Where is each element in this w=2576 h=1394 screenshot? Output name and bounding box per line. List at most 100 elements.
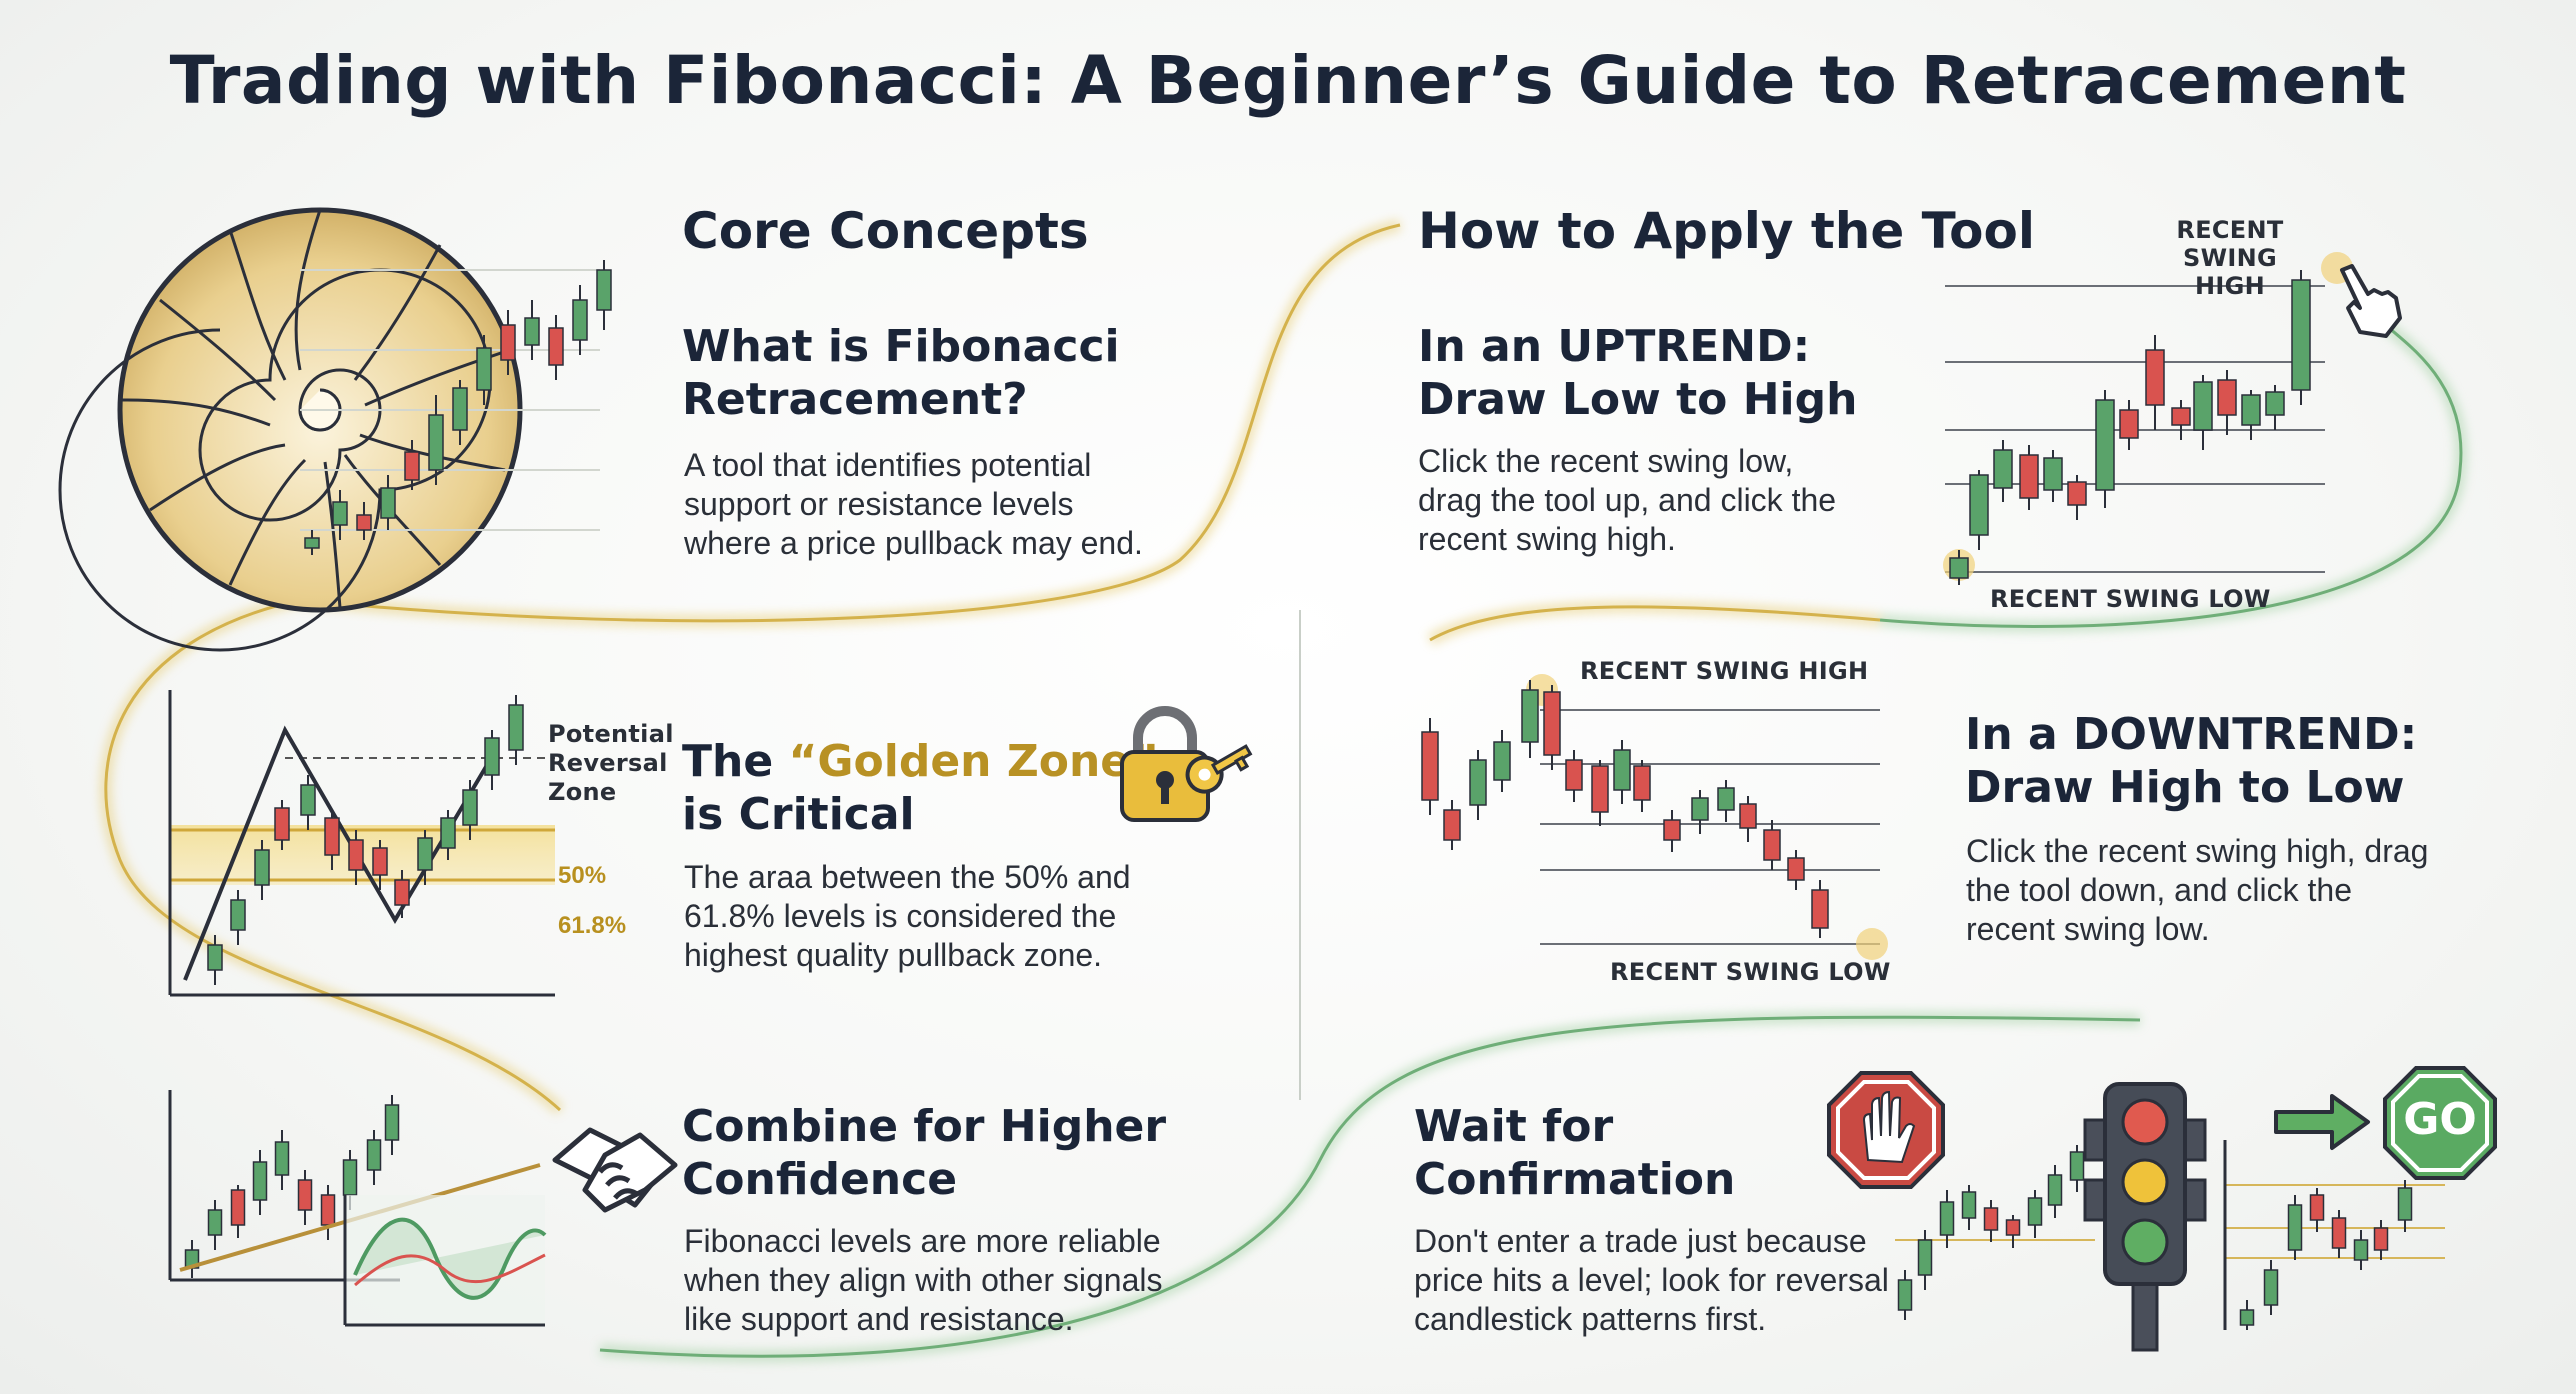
candle-body (2069, 1151, 2085, 1181)
candle-body (394, 879, 410, 906)
downtrend-title-line1: In a DOWNTREND: (1965, 709, 2418, 760)
candle-body (1917, 1239, 1933, 1276)
candle-body (1521, 689, 1539, 743)
candle-body (274, 807, 290, 841)
what-is-fibonacci-body-line2: support or resistance levels (684, 486, 1074, 522)
candle-body (417, 837, 433, 871)
confirm-body-line2: price hits a level; look for reversal (1414, 1262, 1889, 1298)
confirm-right-chart (2223, 1140, 2445, 1330)
candle-body (2331, 1217, 2347, 1249)
uptrend-body-line3: recent swing high. (1418, 521, 1676, 557)
golden-zone-title-highlight: “Golden Zone” (788, 736, 1160, 787)
candle-body (254, 849, 270, 886)
candle-body (462, 789, 478, 826)
combine-body-line1: Fibonacci levels are more reliable (684, 1223, 1161, 1259)
golden-zone-title-prefix: The (682, 736, 789, 787)
uptrend-title-line2: Draw Low to High (1418, 374, 1858, 425)
candle-body (1739, 803, 1757, 829)
go-sign-label: GO (2403, 1094, 2477, 1145)
golden-zone-body-line2: 61.8% levels is considered the (684, 898, 1117, 934)
candle-body (2047, 1174, 2063, 1206)
candle-body (297, 1179, 313, 1211)
combine-title-line1: Combine for Higher (682, 1101, 1167, 1152)
candle-body (2119, 409, 2139, 439)
candle-body (2217, 379, 2237, 416)
candle-body (1633, 765, 1651, 801)
candle-body (1939, 1201, 1955, 1236)
candle-body (324, 817, 340, 856)
level-50-label: 50% (558, 862, 607, 889)
confirm-body-line1: Don't enter a trade just because (1414, 1223, 1867, 1259)
candle-body (300, 784, 316, 816)
candle-body (1565, 759, 1583, 791)
candle-body (2241, 394, 2261, 426)
candle-body (356, 514, 372, 531)
candle-body (207, 1209, 223, 1236)
candle-body (1613, 749, 1631, 791)
what-is-fibonacci-title-line1: What is Fibonacci (682, 321, 1120, 372)
candle-body (2067, 481, 2087, 506)
uptrend-high-label-line2: SWING HIGH (2183, 244, 2277, 300)
downtrend-body-line1: Click the recent swing high, drag (1966, 833, 2429, 869)
candle-body (1691, 797, 1709, 821)
candle-body (404, 451, 420, 481)
downtrend-high-label: RECENT SWING HIGH (1580, 657, 1869, 685)
candle-body (548, 327, 564, 366)
candle-body (2287, 1204, 2303, 1251)
candle-body (2043, 457, 2063, 491)
golden-zone-title-line2: is Critical (682, 789, 915, 840)
uptrend-body-line2: drag the tool up, and click the (1418, 482, 1837, 518)
what-is-fibonacci-title-line2: Retracement? (682, 374, 1028, 425)
candle-body (2019, 454, 2039, 499)
candle-body (1469, 759, 1487, 806)
candle-body (2171, 407, 2191, 426)
stop-hand-icon (1827, 1071, 1945, 1189)
section-heading-core: Core Concepts (682, 202, 1089, 260)
oscillator-chart (343, 1195, 547, 1327)
candle-body (1897, 1279, 1913, 1311)
section-heading-apply: How to Apply the Tool (1418, 202, 2035, 260)
candle-body (2027, 1197, 2043, 1226)
downtrend-title-line2: Draw High to Low (1965, 762, 2405, 813)
candle-body (2005, 1219, 2021, 1236)
golden-zone-title-line1: The “Golden Zone” (682, 735, 1159, 788)
candle-body (596, 269, 612, 311)
candle-body (2353, 1239, 2369, 1261)
candle-body (500, 324, 516, 361)
candle-body (304, 537, 320, 549)
candle-body (1591, 765, 1609, 813)
downtrend-body-line3: recent swing low. (1966, 911, 2210, 947)
nautilus-candles (300, 260, 612, 555)
candle-body (2397, 1187, 2413, 1221)
uptrend-chart (1943, 252, 2353, 585)
confirm-body-line3: candlestick patterns first. (1414, 1301, 1767, 1337)
golden-zone-chart (168, 690, 555, 997)
candle-body (1811, 889, 1829, 929)
candle-body (1493, 741, 1511, 781)
candle-body (484, 737, 500, 776)
downtrend-low-label: RECENT SWING LOW (1610, 958, 1891, 986)
reversal-zone-label-line3: Zone (548, 778, 617, 806)
page-title: Trading with Fibonacci: A Beginner’s Gui… (169, 42, 2407, 119)
candle-body (2263, 1269, 2279, 1306)
downtrend-chart (1421, 674, 1888, 960)
handshake-icon (552, 1127, 678, 1213)
candle-body (508, 704, 524, 751)
candle-body (476, 347, 492, 391)
candle-body (384, 1104, 400, 1141)
combine-body-line3: like support and resistance. (684, 1301, 1074, 1337)
candle-body (252, 1161, 268, 1201)
uptrend-body-line1: Click the recent swing low, (1418, 443, 1794, 479)
combine-title-line2: Confidence (682, 1154, 958, 1205)
candle-body (1763, 829, 1781, 861)
candle-body (572, 299, 588, 341)
candle-body (348, 839, 364, 871)
candle-body (230, 1189, 246, 1226)
uptrend-high-label-line1: RECENT (2176, 216, 2284, 244)
go-sign-icon (2383, 1066, 2497, 1180)
candle-body (428, 414, 444, 471)
confirm-title-line1: Wait for (1414, 1101, 1614, 1152)
candle-body (1983, 1207, 1999, 1231)
candle-body (2309, 1194, 2325, 1221)
